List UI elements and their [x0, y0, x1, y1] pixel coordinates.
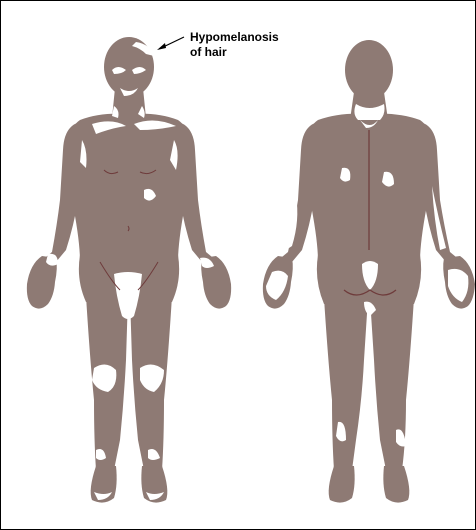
- annotation-label-line1: Hypomelanosis: [190, 30, 279, 44]
- back-foot-right: [383, 466, 409, 503]
- front-torso: [68, 114, 190, 262]
- back-head: [345, 40, 393, 100]
- back-foot-left: [329, 466, 355, 503]
- annotation-label-line2: of hair: [190, 45, 227, 59]
